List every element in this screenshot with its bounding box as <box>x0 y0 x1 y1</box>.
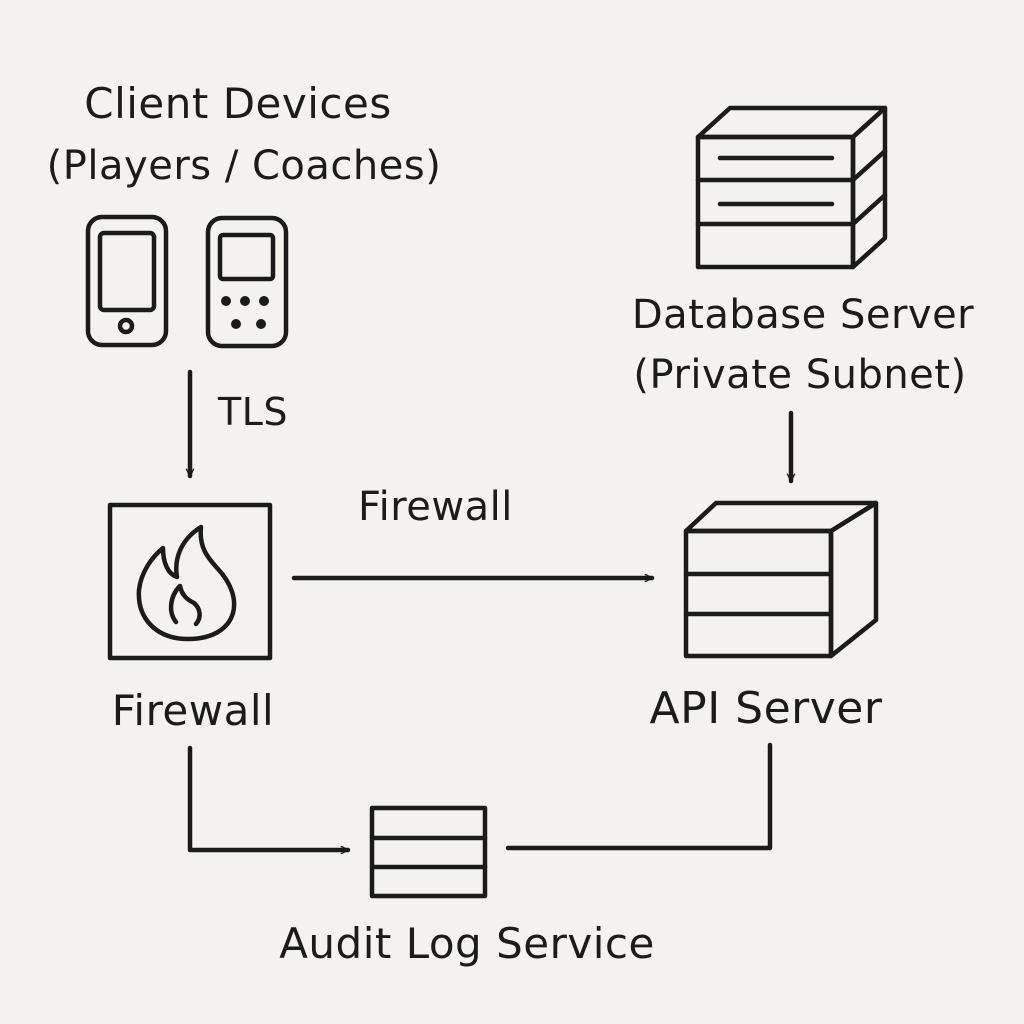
database-server-subtitle: (Private Subnet) <box>633 352 967 398</box>
firewall-edge-label: Firewall <box>358 484 513 530</box>
smartphone-icon <box>85 214 169 348</box>
api-server-label: API Server <box>649 683 883 734</box>
connector-api-to-audit-log <box>505 742 773 851</box>
flame-icon <box>136 524 237 642</box>
firewall-node <box>107 502 273 661</box>
firewall-label: Firewall <box>111 686 275 735</box>
client-devices-subtitle: (Players / Coaches) <box>46 143 442 189</box>
log-stack-icon <box>369 805 488 899</box>
server-rack-icon <box>695 105 888 270</box>
audit-log-service-label: Audit Log Service <box>279 919 655 968</box>
client-devices-title: Client Devices <box>84 79 392 128</box>
tls-edge-label: TLS <box>218 390 289 434</box>
server-box-icon <box>683 500 879 659</box>
handset-icon <box>205 215 289 349</box>
database-server-title: Database Server <box>631 292 975 338</box>
connector-firewall-to-audit-log <box>187 745 351 855</box>
